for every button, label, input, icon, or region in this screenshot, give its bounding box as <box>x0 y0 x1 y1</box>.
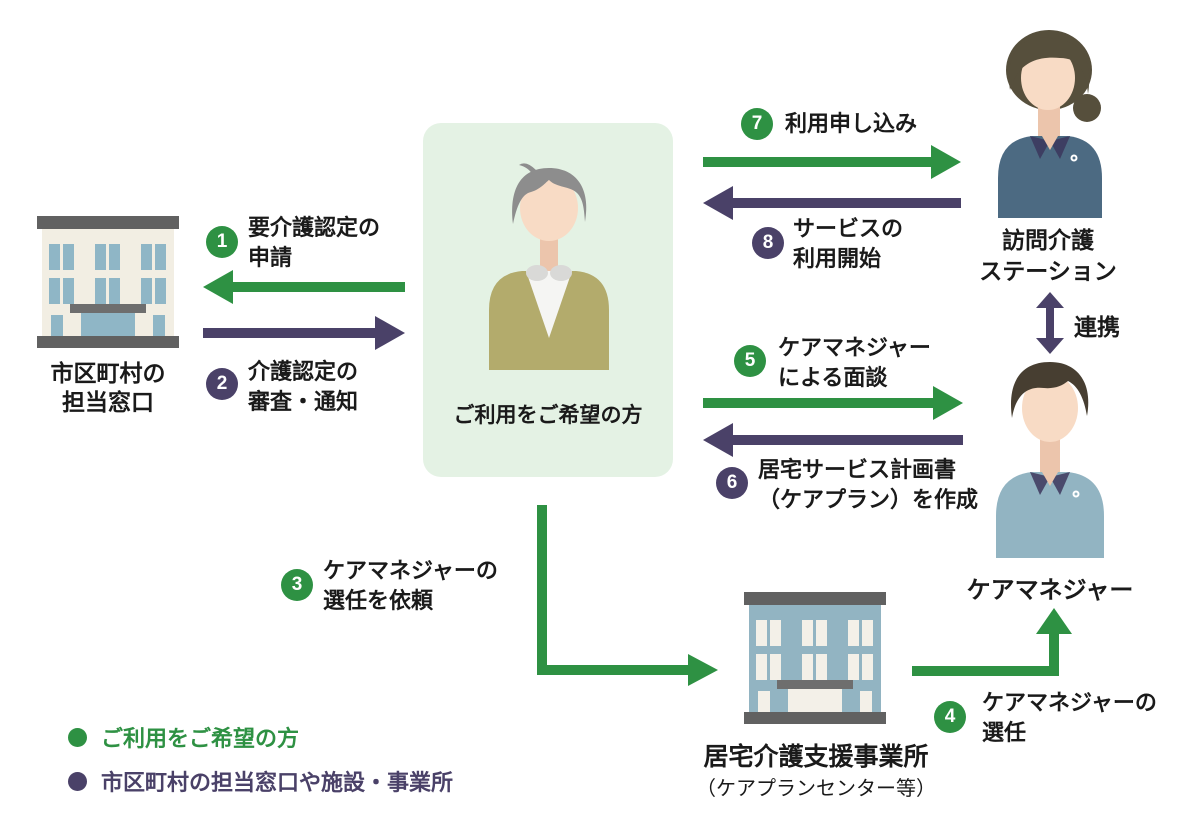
user-panel-label: ご利用をご希望の方 <box>453 404 643 427</box>
legend-label-offices: 市区町村の担当窓口や施設・事業所 <box>101 770 454 795</box>
arrow-step-1 <box>203 270 405 304</box>
legend-item-offices: 市区町村の担当窓口や施設・事業所 <box>68 765 453 797</box>
legend-dot-purple <box>68 771 87 791</box>
step-8-badge: 8 <box>752 227 784 259</box>
arrow-step-2 <box>203 316 405 350</box>
step-7-label: 利用申し込み <box>785 111 918 136</box>
step-3-badge: 3 <box>281 569 313 601</box>
station-person-icon <box>998 30 1102 218</box>
step-5-badge: 5 <box>734 345 766 377</box>
municipal-building-icon <box>37 216 179 348</box>
care-manager-person-icon <box>996 362 1104 558</box>
step-2-label: 介護認定の審査・通知 <box>248 359 359 414</box>
arrow-step-7 <box>703 145 961 179</box>
arrow-step-6 <box>703 423 963 457</box>
care-support-office-sublabel: （ケアプランセンター等） <box>696 778 936 800</box>
step-6-badge: 6 <box>716 467 748 499</box>
arrow-step-8 <box>703 186 961 220</box>
office-building-icon <box>744 592 886 724</box>
step-1-label: 要介護認定の申請 <box>248 215 381 270</box>
renkei-label: 連携 <box>1074 314 1120 340</box>
care-support-office-label: 居宅介護支援事業所 <box>703 743 929 771</box>
legend-dot-green <box>68 727 87 747</box>
municipal-office-label: 市区町村の 担当窓口 <box>50 360 166 415</box>
step-6-label: 居宅サービス計画書（ケアプラン）を作成 <box>758 457 979 512</box>
arrow-step-4 <box>912 608 1072 676</box>
elderly-person-icon <box>489 163 609 370</box>
arrow-step-5 <box>703 386 963 420</box>
arrow-step-3 <box>537 505 718 686</box>
step-7-badge: 7 <box>741 108 773 140</box>
step-4-badge: 4 <box>934 701 966 733</box>
legend-item-user: ご利用をご希望の方 <box>68 721 299 753</box>
step-2-badge: 2 <box>206 368 238 400</box>
step-1-badge: 1 <box>206 226 238 258</box>
care-manager-label: ケアマネジャー <box>966 577 1134 604</box>
step-4-label: ケアマネジャーの選任 <box>982 690 1157 745</box>
step-8-label: サービスの利用開始 <box>793 216 904 271</box>
step-5-label: ケアマネジャーによる面談 <box>778 335 931 390</box>
legend-label-user: ご利用をご希望の方 <box>101 726 300 751</box>
home-visit-station-label: 訪問介護 ステーション <box>979 227 1117 284</box>
step-3-label: ケアマネジャーの選任を依頼 <box>323 558 498 613</box>
renkei-double-arrow-icon <box>1036 292 1064 354</box>
